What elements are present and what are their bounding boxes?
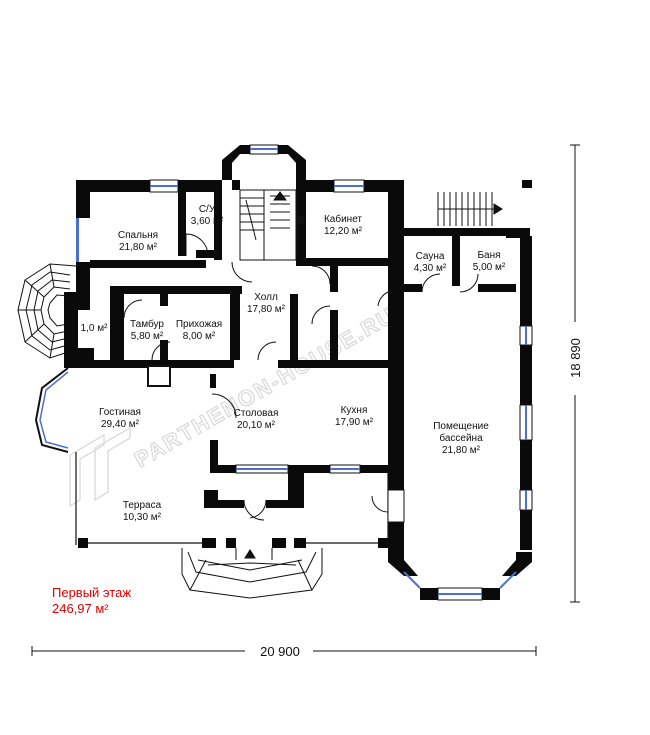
door-swings (123, 233, 479, 521)
front-steps (181, 548, 323, 599)
room-study-area: 12,20 м² (324, 226, 363, 237)
room-pool-name-1: Помещение (433, 421, 489, 432)
room-hall-name: Холл (254, 292, 278, 303)
room-sauna-name: Сауна (416, 251, 445, 262)
dimension-width (31, 646, 537, 656)
room-pool-area: 21,80 м² (442, 445, 481, 456)
room-entry-name: Прихожая (176, 319, 222, 330)
room-entry-area: 8,00 м² (183, 331, 216, 342)
floor-title: Первый этаж (52, 585, 132, 600)
floor-total-area: 246,97 м² (52, 601, 109, 616)
dimension-height (570, 144, 580, 603)
room-study-name: Кабинет (324, 213, 362, 225)
dimension-height-label: 18 890 (568, 338, 583, 378)
room-wc-area: 3,60 м² (191, 216, 224, 227)
room-vestibule-name: Тамбур (130, 318, 164, 330)
watermark-text: PARTHENON-HOUSE.RU (130, 302, 400, 472)
room-kitchen-area: 17,90 м² (335, 417, 374, 428)
room-living-name: Гостиная (99, 407, 141, 418)
room-bath-area: 5,00 м² (473, 262, 506, 273)
left-bay-stairs (17, 263, 77, 359)
room-bath-name: Баня (477, 250, 500, 261)
room-vestibule-area: 5,80 м² (131, 331, 164, 342)
room-terrace-name: Терраса (123, 500, 162, 511)
room-terrace-area: 10,30 м² (123, 512, 162, 523)
room-dining-area: 20,10 м² (237, 420, 276, 431)
walls (64, 145, 532, 600)
room-porch-area: 1,0 м² (81, 323, 109, 334)
tower-stairs (239, 189, 305, 261)
room-labels: Спальня 21,80 м² С/У 3,60 м² Кабинет 12,… (81, 204, 506, 523)
room-pool-name-2: бассейна (439, 432, 483, 444)
windows (149, 144, 533, 601)
room-wc-name: С/У (199, 204, 216, 215)
room-kitchen-name: Кухня (341, 405, 368, 416)
room-bedroom-area: 21,80 м² (119, 242, 158, 253)
room-living-area: 29,40 м² (101, 419, 140, 430)
room-sauna-area: 4,30 м² (414, 263, 447, 274)
room-hall-area: 17,80 м² (247, 304, 286, 315)
room-dining-name: Столовая (234, 408, 279, 419)
room-bedroom-name: Спальня (118, 230, 158, 241)
dimension-width-label: 20 900 (260, 644, 300, 659)
right-stairs (437, 192, 503, 226)
